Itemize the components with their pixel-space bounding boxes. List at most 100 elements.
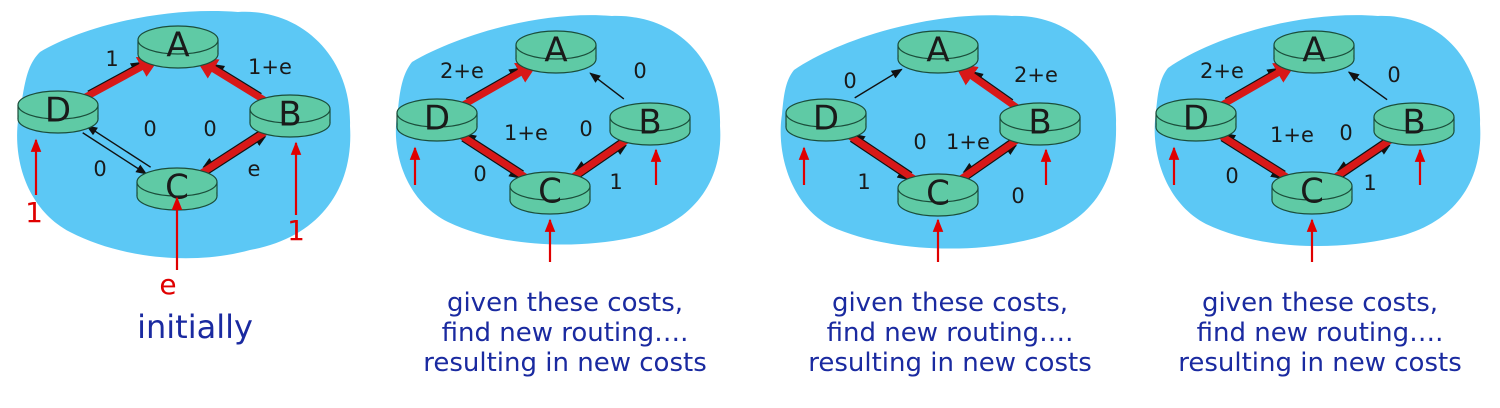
caption-line: find new routing….	[826, 318, 1074, 348]
network-cloud	[395, 15, 721, 245]
network-cloud	[17, 11, 351, 259]
traffic-inputs: 1 1 e	[25, 138, 305, 301]
link-cost-c-b: 1	[609, 170, 622, 194]
router-label: C	[165, 168, 189, 208]
traffic-input-label-d: 1	[25, 196, 43, 229]
link-cost-c-d: 1+e	[504, 121, 548, 145]
router-label: A	[544, 31, 567, 71]
link-cost-b-c: 1+e	[946, 130, 990, 154]
router-label: A	[926, 31, 949, 71]
router-top	[785, 98, 867, 128]
router-label: D	[45, 91, 71, 131]
link-cost-c-d: 0	[143, 117, 156, 141]
router-top	[609, 102, 691, 132]
network-cloud	[780, 15, 1117, 249]
link-cost-b-a: 0	[633, 59, 646, 83]
link-arrow-d-a	[87, 61, 142, 92]
router-node-b: B	[609, 102, 691, 146]
router-top	[897, 30, 979, 60]
router-label: B	[1028, 103, 1051, 143]
router-node-c: C	[897, 173, 979, 217]
link-cost-b-a: 1+e	[248, 55, 292, 79]
caption-line: initially	[137, 308, 253, 346]
router-label: B	[638, 103, 661, 143]
traffic-input-label-b: 1	[287, 214, 305, 247]
routing-path-segment	[430, 60, 652, 198]
link-cost-d-a: 2+e	[1200, 59, 1244, 83]
router-top	[1273, 30, 1355, 60]
caption-line: resulting in new costs	[808, 348, 1092, 378]
router-label: D	[1183, 99, 1209, 139]
router-node-a: A	[137, 25, 219, 69]
router-label: C	[926, 174, 950, 214]
link-cost-d-c: 1	[857, 170, 870, 194]
router-top	[1155, 98, 1237, 128]
link-arrows	[82, 61, 267, 175]
caption-panel-1: initially	[85, 308, 305, 346]
router-top	[999, 102, 1081, 132]
routing-path	[824, 62, 1047, 200]
link-arrow-b-c	[1336, 138, 1386, 172]
router-label: A	[1302, 31, 1325, 71]
routing-path-segment	[1189, 60, 1416, 198]
router-label: C	[1300, 172, 1324, 212]
link-arrow-c-d	[465, 133, 524, 172]
link-arrow-d-a	[465, 67, 521, 100]
routing-path	[1189, 60, 1416, 198]
router-node-a: A	[515, 30, 597, 74]
link-arrow-b-c	[574, 138, 622, 172]
router-node-b: B	[249, 94, 331, 138]
router-label: B	[278, 95, 301, 135]
network-cloud	[1154, 15, 1481, 247]
link-arrow-c-b	[207, 136, 267, 175]
caption-panel-2: given these costs, find new routing…. re…	[395, 288, 735, 378]
link-cost-d-a: 0	[843, 69, 856, 93]
router-node-d: D	[1155, 98, 1237, 142]
link-arrows	[461, 67, 627, 179]
link-arrow-d-c	[82, 132, 148, 175]
router-node-d: D	[17, 90, 99, 134]
link-cost-d-a: 2+e	[440, 59, 484, 83]
router-node-a: A	[897, 30, 979, 74]
router-top	[396, 98, 478, 128]
router-label: D	[813, 99, 839, 139]
link-cost-c-d: 0	[913, 130, 926, 154]
caption-panel-4: given these costs, find new routing…. re…	[1150, 288, 1490, 378]
link-cost-b-a: 0	[1387, 63, 1400, 87]
router-node-c: C	[509, 171, 591, 215]
link-arrow-b-a	[972, 71, 1014, 101]
link-arrow-c-d	[1224, 133, 1286, 173]
router-label: A	[166, 26, 189, 66]
router-label: B	[1402, 103, 1425, 143]
link-arrow-b-a	[213, 63, 262, 95]
link-cost-b-c: 0	[203, 117, 216, 141]
link-arrow-b-a	[589, 72, 625, 100]
link-arrow-b-c	[962, 138, 1012, 173]
link-cost-b-c: 0	[579, 117, 592, 141]
caption-line: given these costs,	[1201, 288, 1439, 318]
caption-line: resulting in new costs	[1178, 348, 1462, 378]
link-arrow-c-b	[579, 144, 627, 178]
router-node-d: D	[396, 98, 478, 142]
link-cost-d-a: 1	[105, 47, 118, 71]
caption-line: find new routing….	[441, 318, 689, 348]
routing-path-segment	[824, 62, 1047, 200]
link-arrow-d-c	[461, 140, 521, 179]
traffic-inputs	[409, 146, 662, 262]
caption-line: given these costs,	[831, 288, 1069, 318]
router-node-d: D	[785, 98, 867, 142]
traffic-inputs	[798, 146, 1052, 262]
link-arrow-d-a	[854, 68, 903, 99]
router-top	[137, 25, 219, 55]
link-cost-c-b: e	[248, 157, 261, 181]
router-node-c: C	[136, 167, 218, 211]
traffic-inputs	[1168, 146, 1426, 262]
link-cost-c-b: 0	[1011, 184, 1024, 208]
router-top	[509, 171, 591, 201]
router-top	[515, 30, 597, 60]
